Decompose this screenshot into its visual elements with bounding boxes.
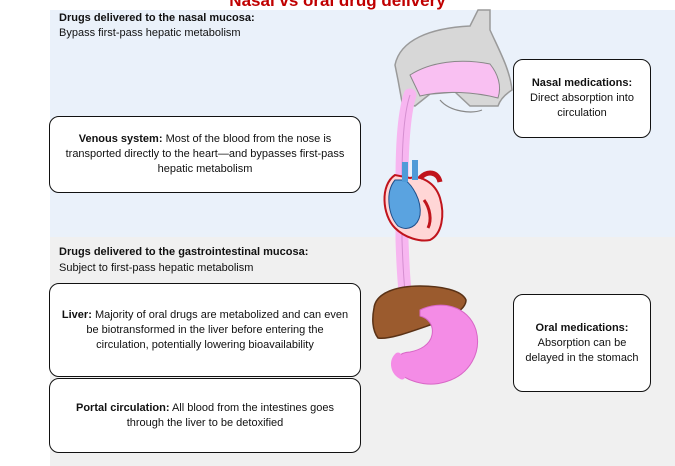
- oral-medications-text: Oral medications: Absorption can be delay…: [524, 321, 640, 366]
- nasal-medications-box: Nasal medications: Direct absorption into…: [513, 59, 651, 138]
- heart-shape: [384, 160, 442, 241]
- portal-circulation-text: Portal circulation: All blood from the i…: [60, 401, 350, 431]
- oral-medications-term: Oral medications:: [536, 322, 629, 334]
- nasal-medications-term: Nasal medications:: [532, 77, 632, 89]
- venous-system-box: Venous system: Most of the blood from th…: [49, 116, 361, 193]
- liver-term: Liver:: [62, 309, 92, 321]
- oral-medications-box: Oral medications: Absorption can be delay…: [513, 294, 651, 392]
- liver-box: Liver: Majority of oral drugs are metabo…: [49, 283, 361, 377]
- liver-description: Majority of oral drugs are metabolized a…: [86, 309, 348, 351]
- portal-circulation-term: Portal circulation:: [76, 402, 170, 414]
- portal-circulation-box: Portal circulation: All blood from the i…: [49, 378, 361, 453]
- venous-system-term: Venous system:: [79, 133, 163, 145]
- nasal-medications-text: Nasal medications: Direct absorption into…: [524, 76, 640, 121]
- liver-text: Liver: Majority of oral drugs are metabo…: [60, 308, 350, 353]
- head-profile: [395, 10, 512, 150]
- oral-medications-description: Absorption can be delayed in the stomach: [525, 337, 638, 364]
- venous-system-text: Venous system: Most of the blood from th…: [60, 132, 350, 177]
- nasal-medications-description: Direct absorption into circulation: [530, 92, 634, 119]
